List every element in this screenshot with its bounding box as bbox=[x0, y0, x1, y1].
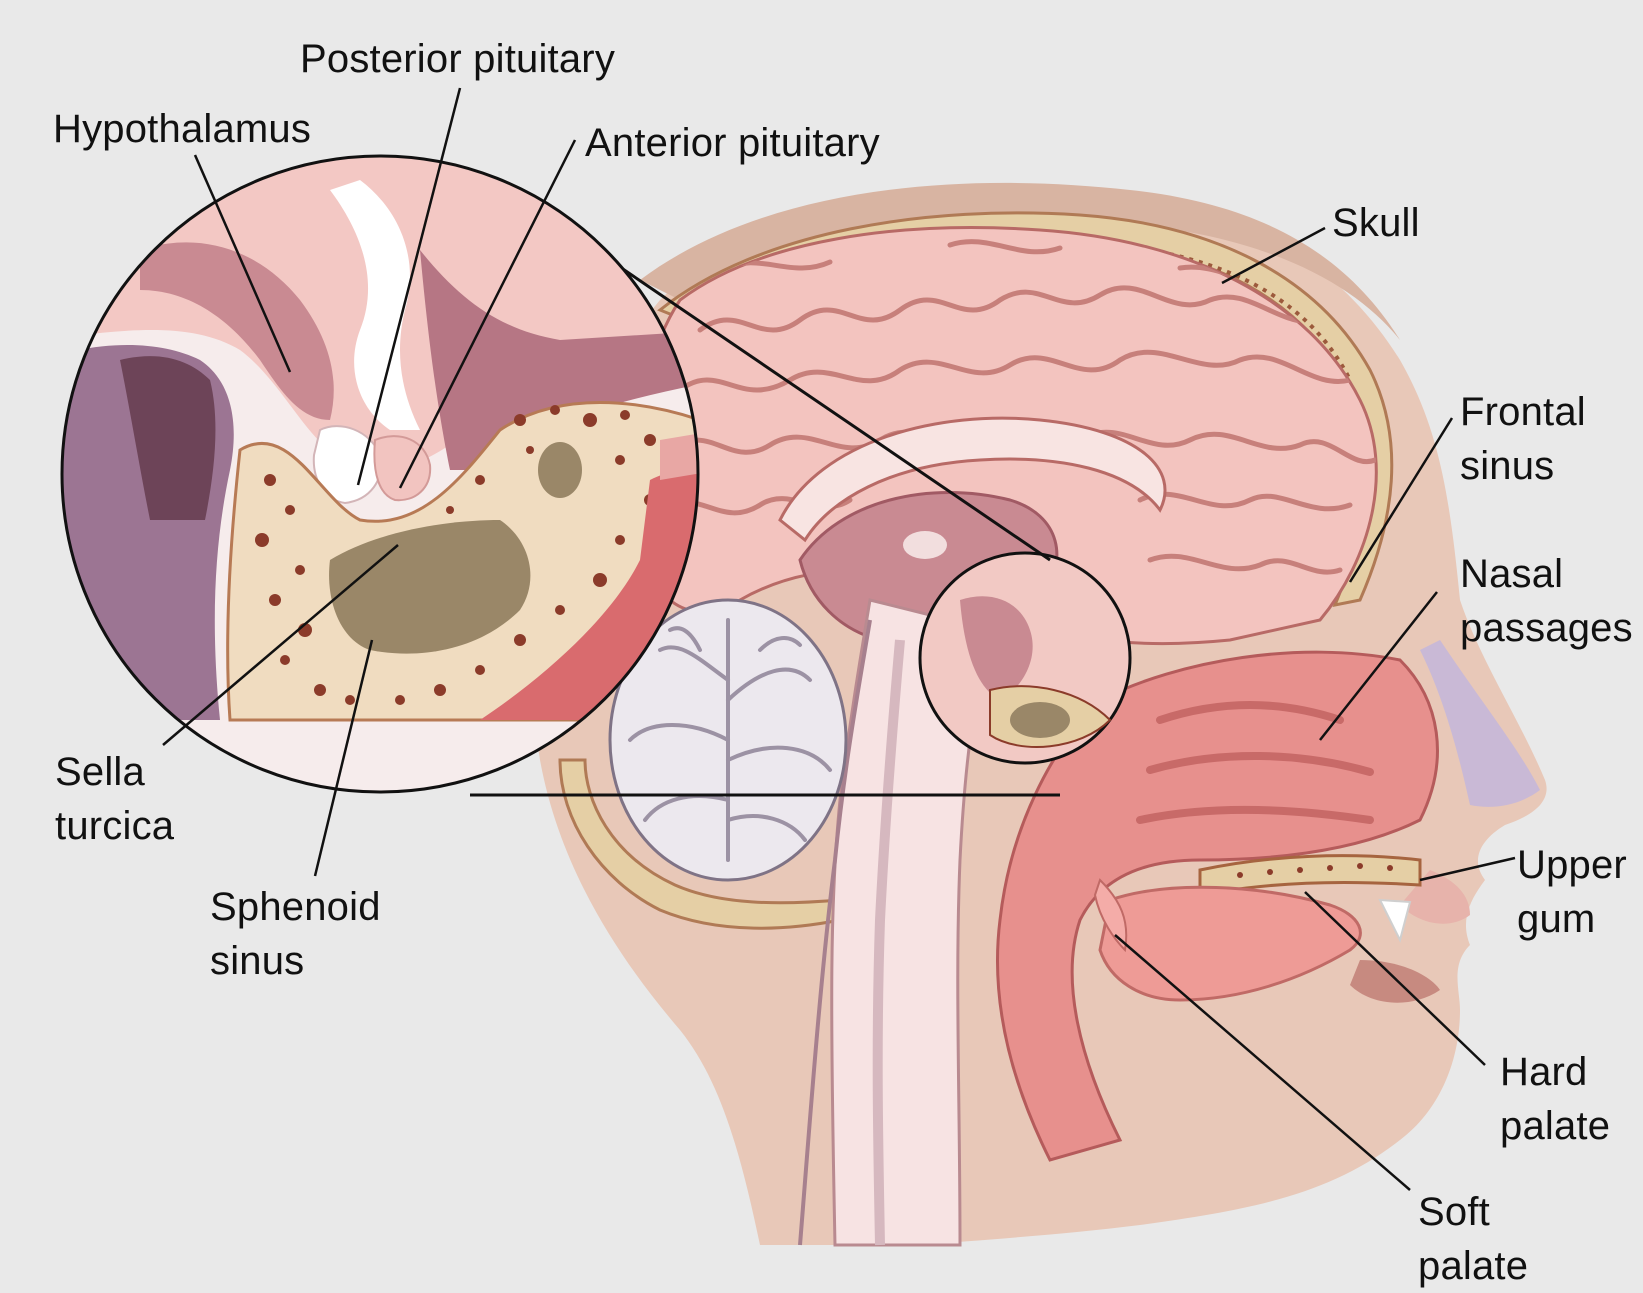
label-soft-palate: Soft palate bbox=[1418, 1185, 1528, 1293]
label-hard-palate: Hard palate bbox=[1500, 1045, 1610, 1153]
pituitary-region-small bbox=[920, 553, 1130, 763]
label-hypothalamus: Hypothalamus bbox=[53, 102, 311, 156]
label-frontal-sinus: Frontal sinus bbox=[1460, 385, 1586, 493]
label-sella-turcica: Sella turcica bbox=[55, 745, 174, 853]
label-sphenoid-sinus: Sphenoid sinus bbox=[210, 880, 381, 988]
label-anterior-pituitary: Anterior pituitary bbox=[585, 116, 880, 170]
label-posterior-pituitary: Posterior pituitary bbox=[300, 32, 615, 86]
label-skull: Skull bbox=[1332, 196, 1420, 250]
label-nasal-passages: Nasal passages bbox=[1460, 547, 1633, 655]
label-upper-gum: Upper gum bbox=[1517, 838, 1627, 946]
